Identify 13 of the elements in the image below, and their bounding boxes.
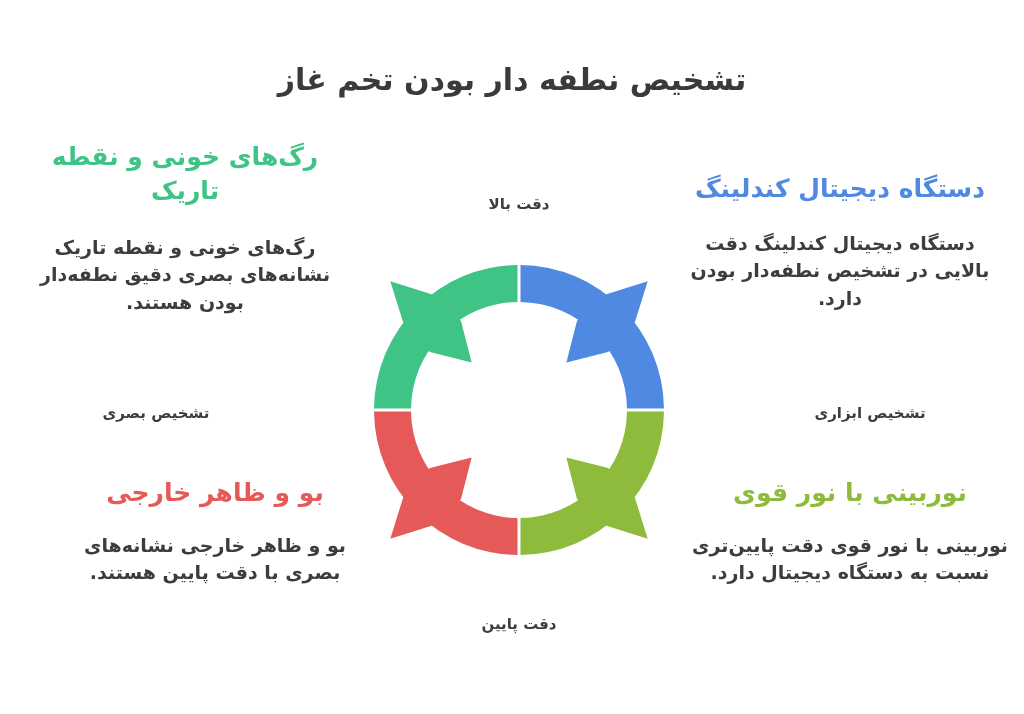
section-description: دستگاه دیجیتال کندلینگ دقت بالایی در تشخیص نطفه‌دار بودن دارد. <box>690 230 990 312</box>
axis-label: تشخیص ابزاری <box>814 404 926 422</box>
section-heading: بو و ظاهر خارجی <box>106 477 324 510</box>
diagram-title: تشخیص نطفه دار بودن تخم غاز <box>277 62 747 97</box>
axis-label: تشخیص بصری <box>102 404 210 422</box>
section-description: نوربینی با نور قوی دقت پایین‌تری نسبت به دستگاه دیجیتال دارد. <box>691 532 1009 586</box>
axis-label: دقت بالا <box>488 195 550 213</box>
axis-label: دقت پایین <box>481 615 557 633</box>
section-heading: دستگاه دیجیتال کندلینگ <box>695 173 985 205</box>
section-description: رگ‌های خونی و نقطه تاریک نشانه‌های بصری دقیق نطفه‌دار بودن هستند. <box>38 234 331 316</box>
section-description: بو و ظاهر خارجی نشانه‌های بصری با دقت پایین هستند. <box>83 532 347 586</box>
section-heading: نوربینی با نور قوی <box>733 477 967 509</box>
section-heading: رگ‌های خونی و نقطه تاریک <box>50 141 320 207</box>
